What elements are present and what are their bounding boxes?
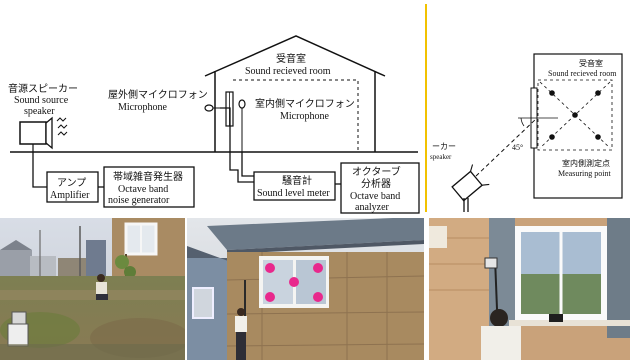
room-label-jp: 受音室 [276, 52, 306, 65]
plan-speaker-label-jp: ーカー [432, 142, 456, 151]
analyzer-label-en-2: analyzer [355, 202, 390, 213]
setup-schematic: 音源スピーカー Sound source speaker 屋外側マイクロフォン … [8, 35, 420, 214]
plan-speaker-icon [451, 164, 490, 202]
angle-label: 45° [512, 143, 523, 152]
plan-schematic: 受音室 Sound recieved room ーカー speaker 45° … [430, 53, 623, 212]
wire-indoor-mic [241, 152, 254, 177]
incidence-line [475, 117, 538, 177]
measuring-point-marker [549, 90, 555, 96]
analyzer-label-en-1: Octave band [350, 191, 400, 202]
wire-speaker-amp [32, 152, 47, 188]
indoor-microphone-icon [238, 99, 246, 109]
sound-level-meter-box [253, 171, 336, 201]
outdoor-mic-label-en: Microphone [118, 102, 167, 113]
yellow-divider [425, 4, 427, 212]
source-label-jp: 音源スピーカー [8, 82, 78, 95]
plan-speaker-label-en: speaker [430, 153, 452, 161]
photo-indoor-measurement [429, 218, 630, 360]
measurement-setup-diagram: 音源スピーカー Sound source speaker 屋外側マイクロフォン … [0, 0, 424, 215]
amplifier-box [46, 171, 99, 203]
amplifier-label-en: Amplifier [50, 190, 90, 201]
measuring-point-marker [572, 112, 578, 118]
measuring-point-marker [265, 263, 275, 273]
noise-generator-label-en-2: noise generator [108, 195, 170, 206]
noise-generator-label-jp: 帯域雑音発生器 [113, 170, 183, 183]
analyzer-label-jp-2: 分析器 [361, 177, 391, 190]
outdoor-microphone-icon [204, 104, 214, 112]
outdoor-mic-label-jp: 屋外側マイクロフォン [108, 88, 208, 101]
photo-outdoor-speaker-site [0, 218, 185, 360]
sound-level-meter-label-jp: 騒音計 [282, 174, 312, 187]
indoor-mic-label-en: Microphone [280, 111, 329, 122]
plan-room-label-en: Sound recieved room [548, 69, 617, 78]
source-label-en-1: Sound source [14, 95, 69, 106]
noise-generator-box [103, 166, 195, 208]
analyzer-label-jp-1: オクターブ [352, 165, 401, 178]
measuring-point-label-en: Measuring point [558, 169, 611, 178]
measuring-point-marker [265, 292, 275, 302]
house-roof [204, 35, 386, 77]
measuring-point-label-jp: 室内側測定点 [562, 158, 610, 168]
measuring-point-marker [595, 134, 601, 140]
speaker-icon [19, 121, 47, 145]
indoor-mic-label-jp: 室内側マイクロフォン [255, 97, 355, 110]
measuring-point-marker [313, 292, 323, 302]
measuring-point-marker [595, 90, 601, 96]
plan-room-label-jp: 受音室 [579, 58, 603, 68]
plan-view-diagram: 受音室 Sound recieved room ーカー speaker 45° … [428, 0, 630, 215]
measuring-point-marker [313, 263, 323, 273]
sound-level-meter-label-en: Sound level meter [257, 188, 330, 199]
amplifier-label-jp: アンプ [57, 177, 86, 189]
room-label-en: Sound recieved room [245, 66, 331, 77]
measuring-point-marker [549, 134, 555, 140]
noise-generator-label-en-1: Octave band [118, 184, 168, 195]
photo-window-measurement [187, 218, 424, 360]
measuring-point-marker [289, 277, 299, 287]
source-label-en-2: speaker [24, 106, 55, 117]
analyzer-box [340, 162, 420, 214]
wire-outdoor-mic [220, 107, 254, 183]
